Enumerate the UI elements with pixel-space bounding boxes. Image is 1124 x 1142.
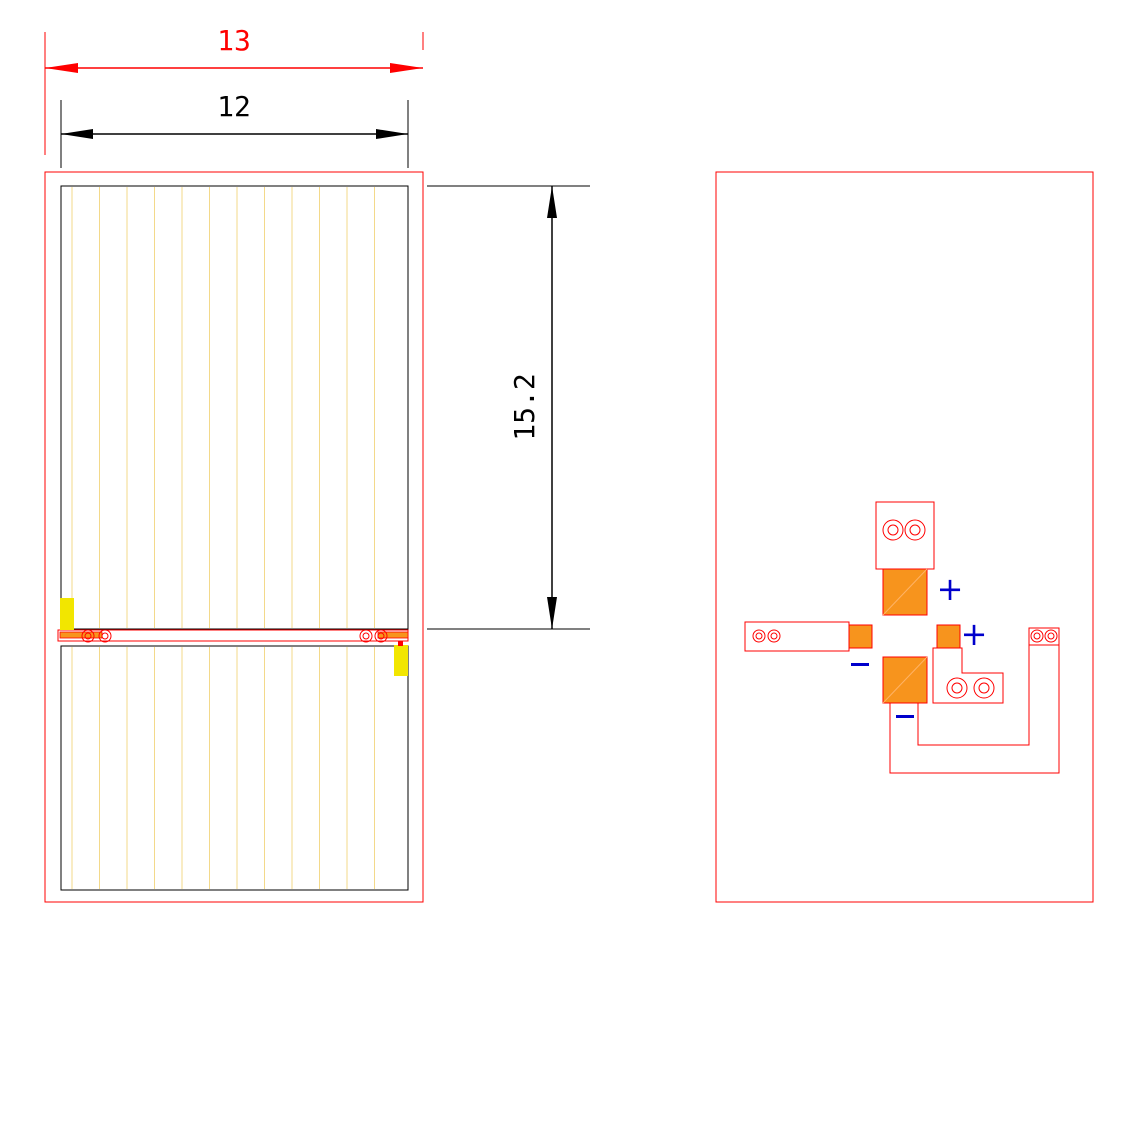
left-minus-sign	[851, 663, 869, 666]
heating-lines-lower	[71, 647, 375, 889]
top-connector-block	[875, 501, 935, 570]
right-tab-marker	[398, 641, 403, 646]
inner-wire-trace	[917, 645, 1030, 746]
panel-height-label: 15.2	[508, 373, 541, 440]
left-connector-block	[744, 621, 850, 652]
left-terminal-strip	[59, 631, 103, 639]
outer-width-label: 13	[217, 24, 251, 57]
left-negative-pad	[848, 624, 873, 649]
inner-width-label: 12	[217, 90, 251, 123]
dimension-panel-height: 15.2	[427, 185, 590, 630]
upper-heating-zone	[60, 185, 409, 630]
heating-lines-upper	[71, 187, 375, 628]
lower-heating-zone	[60, 645, 409, 891]
right-connector-block	[932, 647, 1004, 704]
dimension-inner-width: 12	[60, 90, 409, 168]
dimension-outer-width: 13	[44, 24, 424, 155]
top-plus-sign: +	[937, 570, 964, 608]
left-connector-holes	[81, 629, 112, 643]
left-yellow-tab	[60, 598, 74, 630]
right-positive-pad	[936, 624, 961, 649]
back-outer-boundary	[715, 171, 1094, 903]
outer-boundary	[44, 171, 424, 903]
far-right-terminal	[1028, 627, 1060, 646]
right-connector-holes	[359, 629, 388, 643]
right-plus-sign: +	[961, 615, 988, 653]
bottom-minus-sign	[896, 715, 914, 718]
front-view-panel	[44, 171, 424, 903]
outer-wire-trace	[889, 645, 1060, 774]
right-yellow-tab	[394, 645, 408, 676]
back-view-panel: + +	[715, 171, 1094, 903]
